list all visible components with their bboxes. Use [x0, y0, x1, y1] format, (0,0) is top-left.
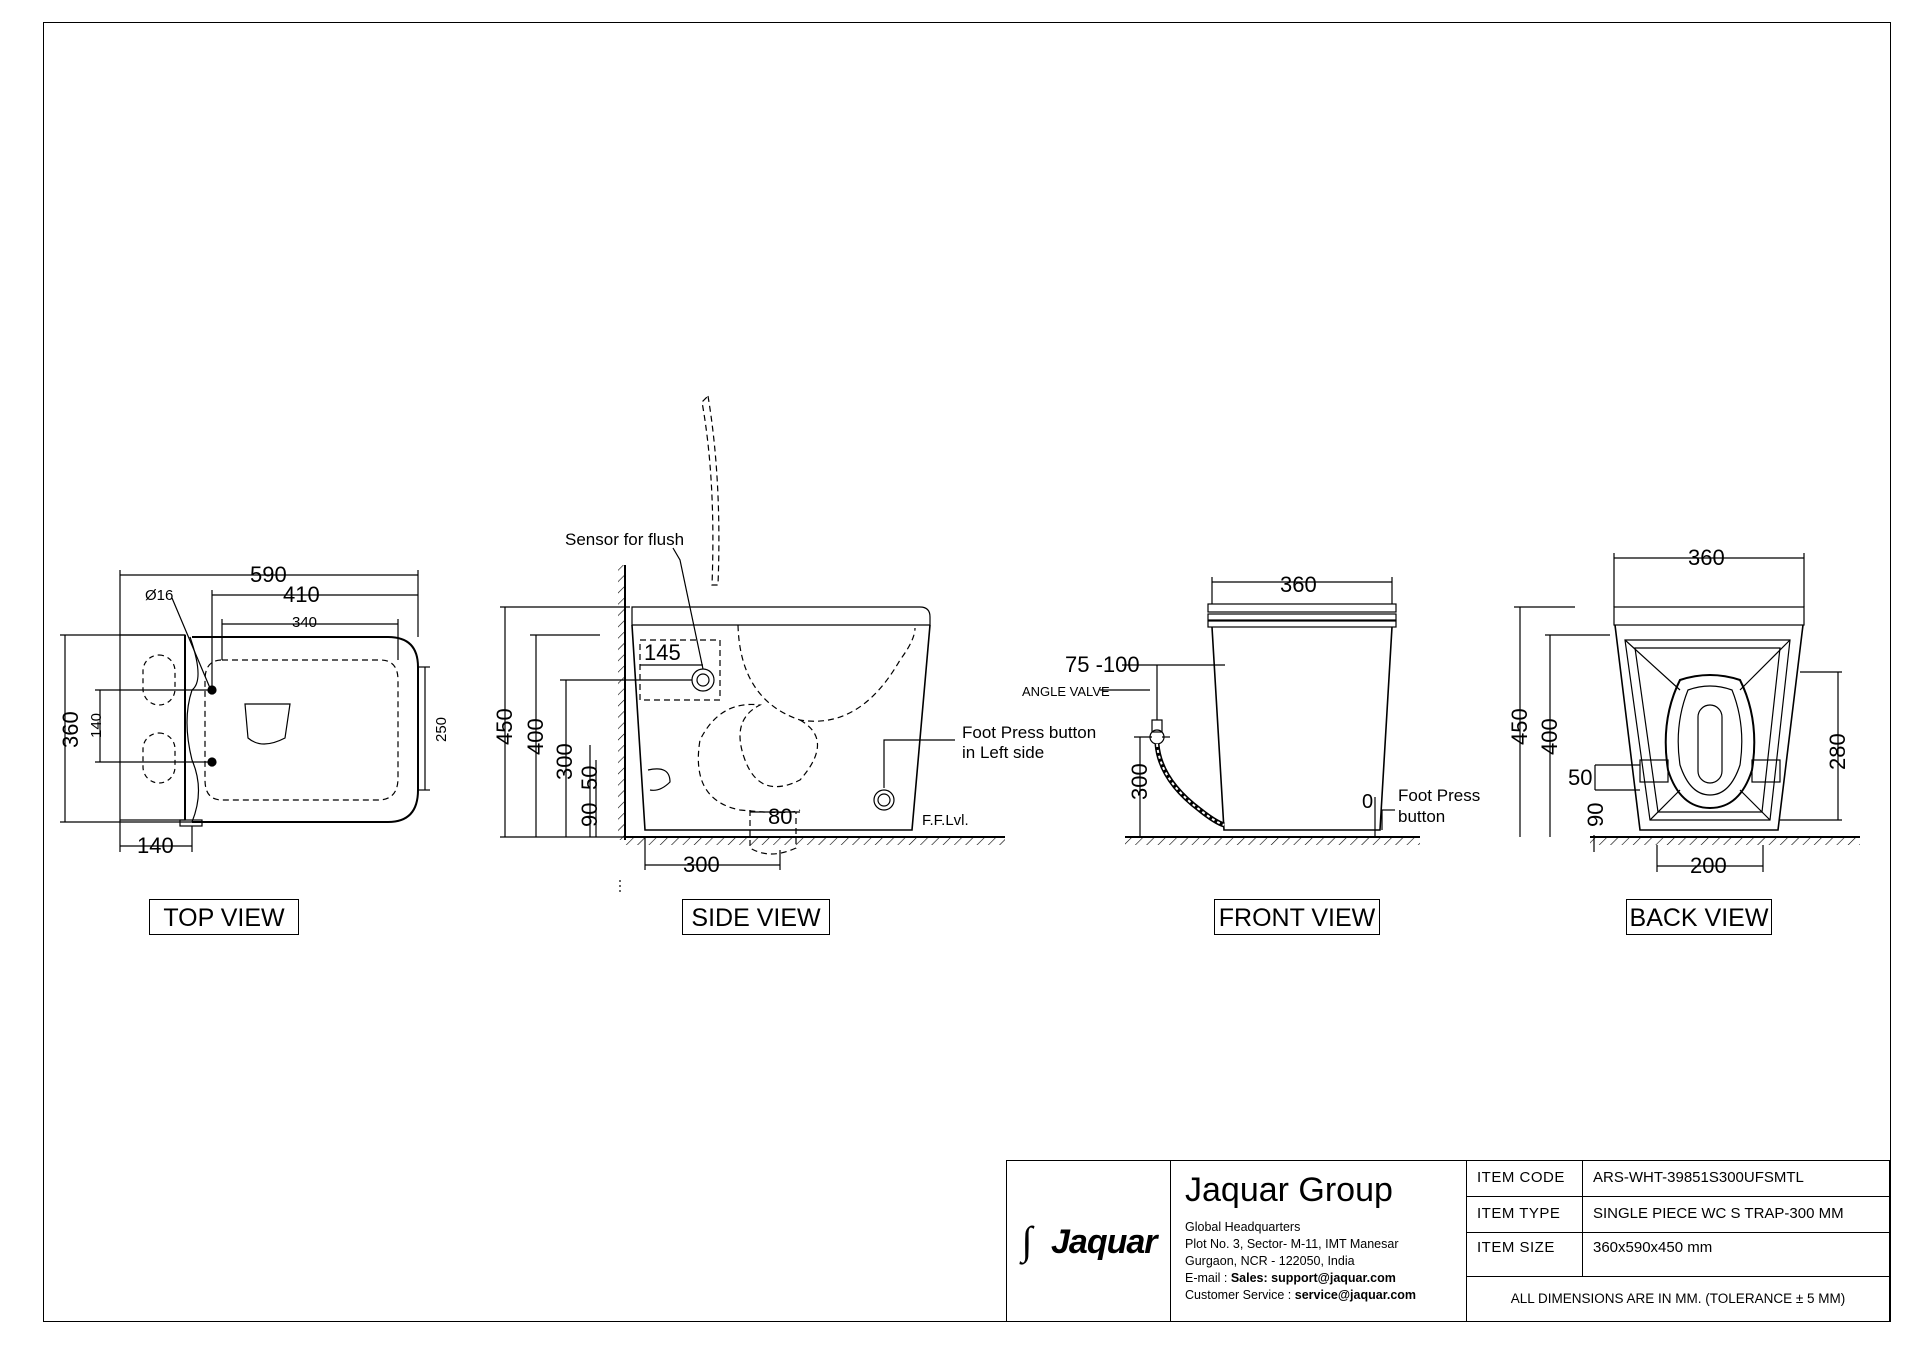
top-dim-250: 250 — [433, 717, 450, 742]
jaquar-logo-icon: ∫ — [1021, 1218, 1032, 1263]
back-dim-50: 50 — [1568, 765, 1592, 790]
top-dim-590: 590 — [250, 562, 287, 587]
top-dim-360: 360 — [58, 711, 83, 748]
side-view-label: SIDE VIEW — [682, 899, 830, 935]
item-type-label: ITEM TYPE — [1467, 1197, 1583, 1232]
front-foot-press-line2: button — [1398, 807, 1445, 826]
back-dim-200: 200 — [1690, 853, 1727, 878]
address-line-1: Plot No. 3, Sector- M-11, IMT Manesar — [1185, 1237, 1399, 1251]
back-dim-90: 90 — [1583, 803, 1608, 827]
top-dim-diameter: Ø16 — [145, 587, 173, 604]
side-foot-press-line1: Foot Press button — [962, 723, 1096, 742]
title-block: ∫ Jaquar Jaquar Group Global Headquarter… — [1006, 1160, 1890, 1322]
item-type-row: ITEM TYPE SINGLE PIECE WC S TRAP-300 MM — [1467, 1197, 1889, 1233]
logo-cell: ∫ Jaquar — [1007, 1161, 1171, 1321]
company-name: Jaquar Group — [1185, 1171, 1393, 1209]
item-code-row: ITEM CODE ARS-WHT-39851S300UFSMTL — [1467, 1161, 1889, 1197]
company-cell: Jaquar Group Global Headquarters Plot No… — [1171, 1161, 1467, 1321]
top-dim-410: 410 — [283, 582, 320, 607]
drawing-frame — [43, 22, 1891, 1322]
back-dim-280: 280 — [1825, 733, 1850, 770]
front-view-drawing — [1100, 577, 1420, 845]
side-sensor-label: Sensor for flush — [565, 530, 684, 549]
hq-title: Global Headquarters — [1185, 1220, 1301, 1234]
front-angle-valve-label: ANGLE VALVE — [1022, 684, 1110, 699]
front-dim-75-100: 75 -100 — [1065, 652, 1140, 677]
side-ffl-label: F.F.Lvl. — [922, 812, 969, 829]
side-dim-80: 80 — [768, 804, 792, 829]
front-view-label: FRONT VIEW — [1214, 899, 1380, 935]
item-size-row: ITEM SIZE 360x590x450 mm — [1467, 1233, 1889, 1277]
side-dim-300: 300 — [552, 743, 577, 780]
dimensions-note: ALL DIMENSIONS ARE IN MM. (TOLERANCE ± 5… — [1510, 1291, 1846, 1306]
service-line: Customer Service : service@jaquar.com — [1185, 1287, 1416, 1304]
top-view-drawing — [60, 570, 430, 852]
side-foot-press-line2: in Left side — [962, 743, 1044, 762]
side-dim-450: 450 — [492, 708, 517, 745]
email-line: E-mail : Sales: support@jaquar.com — [1185, 1270, 1416, 1287]
back-view-label: BACK VIEW — [1626, 899, 1772, 935]
company-address: Global Headquarters Plot No. 3, Sector- … — [1185, 1219, 1416, 1304]
top-dim-140-horizontal: 140 — [137, 833, 174, 858]
top-dim-140-vertical: 140 — [88, 713, 105, 738]
front-foot-press-line1: Foot Press — [1398, 786, 1480, 805]
side-dim-145: 145 — [644, 640, 681, 665]
back-view-drawing — [1514, 553, 1860, 872]
back-dim-400: 400 — [1537, 718, 1562, 755]
item-size-value: 360x590x450 mm — [1593, 1239, 1713, 1256]
email-value: Sales: support@jaquar.com — [1230, 1271, 1396, 1285]
email-label: E-mail : — [1185, 1271, 1231, 1285]
back-dim-450: 450 — [1507, 708, 1532, 745]
item-code-value: ARS-WHT-39851S300UFSMTL — [1593, 1169, 1804, 1186]
logo-text: Jaquar — [1051, 1223, 1157, 1261]
top-view-label: TOP VIEW — [149, 899, 299, 935]
side-dim-300-horizontal: 300 — [683, 852, 720, 877]
item-type-value: SINGLE PIECE WC S TRAP-300 MM — [1593, 1205, 1844, 1222]
service-label: Customer Service : — [1185, 1288, 1295, 1302]
top-dim-340: 340 — [292, 614, 317, 631]
front-dim-300: 300 — [1127, 763, 1152, 800]
front-dim-360: 360 — [1280, 572, 1317, 597]
side-dim-400: 400 — [523, 718, 548, 755]
side-dim-50: 50 — [577, 766, 602, 790]
service-value: service@jaquar.com — [1294, 1288, 1417, 1302]
side-view-drawing — [500, 394, 1005, 895]
side-dim-90: 90 — [577, 803, 602, 827]
front-dim-0: 0 — [1362, 791, 1373, 813]
address-line-2: Gurgaon, NCR - 122050, India — [1185, 1254, 1355, 1268]
item-size-label: ITEM SIZE — [1467, 1233, 1583, 1276]
back-dim-360: 360 — [1688, 545, 1725, 570]
item-code-label: ITEM CODE — [1467, 1161, 1583, 1196]
